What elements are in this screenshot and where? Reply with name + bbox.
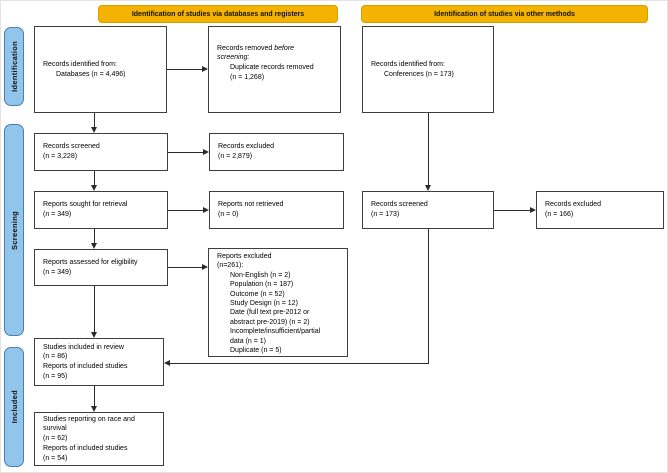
box-records-removed: Records removed before screening: Duplic… (208, 26, 341, 113)
box-records-excluded-conferences: Records excluded (n = 166) (536, 191, 664, 229)
arrow-conferences-to-screened-head (425, 185, 431, 191)
records-removed-italic: before (274, 44, 295, 52)
arrow-screened-to-sought-line (94, 171, 95, 185)
arrow-identified-to-removed-head (202, 66, 208, 72)
box-line: Records identified from: (371, 60, 445, 68)
box-records-excluded-databases: Records excluded (n = 2,879) (209, 133, 344, 171)
box-reports-not-retrieved: Reports not retrieved (n = 0) (209, 191, 344, 229)
box-line: Date (full text pre-2012 or (230, 309, 310, 317)
box-records-screened-databases: Records screened (n = 3,228) (34, 133, 168, 171)
box-line: Records identified from: (43, 60, 117, 68)
column-header-other-methods: Identification of studies via other meth… (361, 5, 648, 23)
box-line: Records screened (43, 143, 100, 151)
box-line: Records excluded (545, 201, 602, 209)
box-line: (n = 166) (545, 211, 574, 218)
stage-label-included: Included (9, 390, 19, 424)
box-line: (n = 173) (371, 211, 400, 218)
box-reports-assessed: Reports assessed for eligibility (n = 34… (34, 249, 168, 286)
arrow-assessed-to-included-line (94, 286, 95, 332)
box-line: (n = 86) (43, 353, 68, 361)
box-reports-excluded: Reports excluded (n=261): Non-English (n… (208, 248, 348, 357)
arrow-screened-to-sought-head (91, 185, 97, 191)
stage-pill-included: Included (4, 347, 24, 467)
box-records-screened-conferences: Records screened (n = 173) (362, 191, 494, 229)
box-studies-included: Studies included in review (n = 86) Repo… (34, 338, 164, 386)
box-line: Databases (n = 4,496) (56, 70, 126, 78)
box-line: (n = 1,268) (230, 73, 265, 81)
box-line: abstract pre-2019) (n = 2) (230, 318, 310, 326)
box-line: (n = 349) (43, 211, 72, 218)
box-line: screening: (217, 53, 336, 63)
box-line: (n = 2,879) (218, 153, 253, 160)
box-line: data (n = 1) (230, 337, 266, 345)
records-removed-italic: screening: (217, 54, 250, 62)
box-line: Studies included in review (43, 343, 124, 351)
box-line: Reports excluded (217, 253, 272, 260)
arrow-assessed-to-included-head (91, 332, 97, 338)
stage-pill-identification: Identification (4, 27, 24, 106)
box-line: Study Design (n = 12) (230, 300, 298, 308)
box-line: Reports not retrieved (218, 201, 284, 209)
box-line: (n = 349) (43, 268, 72, 276)
arrow-assessed-to-excluded-head (202, 264, 208, 270)
column-header-other-methods-label: Identification of studies via other meth… (434, 10, 575, 18)
box-line: Outcome (n = 52) (230, 290, 285, 298)
arrow-conf-screened-to-included-head (164, 360, 170, 366)
box-line: survival (43, 425, 67, 433)
box-line: Reports of included studies (43, 363, 128, 370)
arrow-included-to-race-line (94, 386, 95, 406)
arrow-conf-screened-elbow-vertical (428, 229, 429, 364)
arrow-sought-to-notretrieved-head (203, 207, 209, 213)
box-line: Population (n = 187) (230, 281, 294, 289)
arrow-screened-to-excluded-line (168, 152, 203, 153)
box-line: Records screened (371, 201, 428, 209)
arrow-assessed-to-excluded-line (168, 267, 202, 268)
arrow-sought-to-assessed-line (94, 229, 95, 243)
box-line: Conferences (n = 173) (384, 70, 454, 78)
stage-label-identification: Identification (9, 41, 19, 92)
arrow-identified-to-screened-head (91, 127, 97, 133)
arrow-conf-screened-to-excluded-line (494, 210, 530, 211)
arrow-conf-screened-elbow-horizontal (170, 363, 429, 364)
box-line: (n = 62) (43, 435, 68, 443)
column-header-databases-label: Identification of studies via databases … (131, 10, 305, 18)
box-line: (n = 95) (43, 372, 68, 380)
arrow-sought-to-assessed-head (91, 243, 97, 249)
box-line: Duplicate records removed (230, 64, 314, 71)
box-records-identified-conferences: Records identified from: Conferences (n … (362, 26, 494, 113)
box-line: Incomplete/insufficient/partial (230, 328, 321, 336)
arrow-conferences-to-screened-line (428, 113, 429, 185)
records-removed-lead: Records removed (217, 44, 275, 52)
box-line: (n = 0) (218, 211, 239, 218)
box-line: Studies reporting on race and (43, 415, 135, 423)
box-line: Records removed before (217, 44, 336, 54)
box-reports-sought: Reports sought for retrieval (n = 349) (34, 191, 168, 229)
box-line: Duplicate (n = 5) (230, 347, 282, 355)
box-studies-race-survival: Studies reporting on race and survival (… (34, 412, 164, 466)
stage-label-screening: Screening (9, 210, 19, 250)
arrow-sought-to-notretrieved-line (168, 210, 203, 211)
box-line: (n = 3,228) (43, 153, 78, 160)
arrow-screened-to-excluded-head (203, 149, 209, 155)
box-line: (n=261): (217, 262, 244, 270)
arrow-identified-to-removed-line (167, 69, 202, 70)
box-line: Reports sought for retrieval (43, 201, 128, 209)
box-line: Non-English (n = 2) (230, 271, 291, 279)
stage-pill-screening: Screening (4, 124, 24, 336)
box-records-identified-databases: Records identified from: Databases (n = … (34, 26, 167, 113)
box-line: Reports of included studies (43, 444, 128, 452)
box-line: (n = 54) (43, 454, 68, 462)
arrow-identified-to-screened-line (94, 113, 95, 127)
arrow-conf-screened-to-excluded-head (530, 207, 536, 213)
box-line: Records excluded (218, 143, 275, 151)
box-line: Reports assessed for eligibility (43, 258, 138, 266)
column-header-databases: Identification of studies via databases … (98, 5, 338, 23)
arrow-included-to-race-head (91, 406, 97, 412)
